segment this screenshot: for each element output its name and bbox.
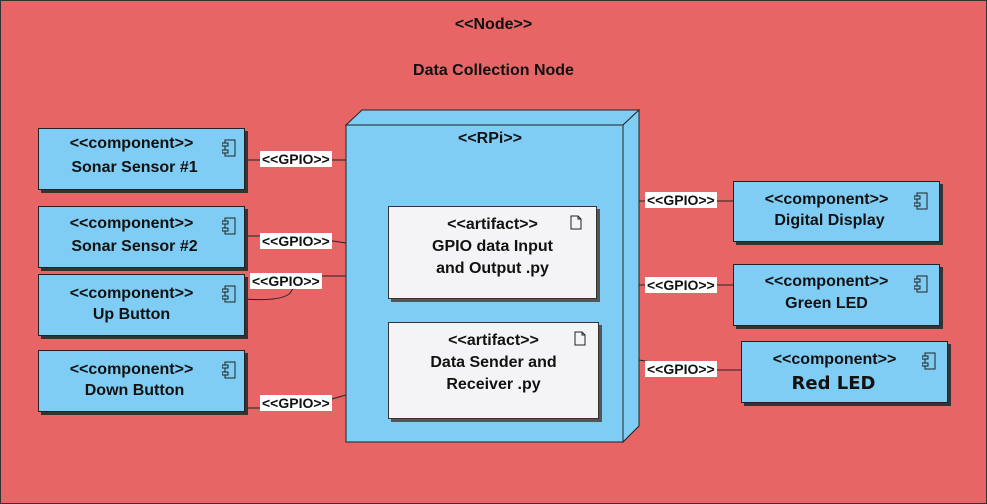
node-stereotype: <<Node>> [454,16,533,33]
artifact-stereotype: <<artifact>> [447,216,538,233]
component-up-button: <<component>> Up Button [38,274,245,336]
component-icon [222,139,236,157]
component-name: Red LED [791,373,876,394]
gpio-label: <<GPIO>> [645,192,717,208]
document-icon [574,331,586,346]
component-stereotype: <<component>> [764,191,889,208]
gpio-label: <<GPIO>> [645,361,717,377]
document-icon [570,215,582,230]
gpio-label: <<GPIO>> [260,151,332,167]
component-icon [222,285,236,303]
component-red-led: <<component>> Red LED [741,341,948,403]
component-name: Digital Display [774,212,885,229]
artifact-data-sender: <<artifact>> Data Sender and Receiver .p… [388,322,599,419]
gpio-label: <<GPIO>> [645,277,717,293]
component-icon [222,217,236,235]
node-name: Data Collection Node [413,62,574,79]
artifact-stereotype: <<artifact>> [448,332,539,349]
component-stereotype: <<component>> [69,361,194,378]
gpio-label: <<GPIO>> [260,395,332,411]
component-stereotype: <<component>> [69,285,194,302]
rpi-top-face [344,109,641,126]
component-stereotype: <<component>> [69,135,194,152]
component-name: Down Button [84,382,185,399]
rpi-side-face [622,108,640,444]
component-icon [914,275,928,293]
component-icon [914,192,928,210]
component-stereotype: <<component>> [772,351,897,368]
artifact-name-line2: Receiver .py [446,376,541,393]
component-stereotype: <<component>> [764,273,889,290]
component-down-button: <<component>> Down Button [38,350,245,412]
gpio-label: <<GPIO>> [260,233,332,249]
artifact-gpio-io: <<artifact>> GPIO data Input and Output … [388,206,597,299]
connector-up-button [243,275,346,301]
component-icon [922,352,936,370]
component-green-led: <<component>> Green LED [733,264,940,326]
component-sonar-sensor-1: <<component>> Sonar Sensor #1 [38,128,245,190]
artifact-name-line1: GPIO data Input [432,238,553,255]
component-sonar-sensor-2: <<component>> Sonar Sensor #2 [38,206,245,268]
component-name: Green LED [785,295,868,312]
component-digital-display: <<component>> Digital Display [733,181,940,242]
component-icon [222,361,236,379]
component-name: Sonar Sensor #2 [71,238,198,255]
gpio-label: <<GPIO>> [250,273,322,289]
component-name: Up Button [92,306,171,323]
artifact-name-line1: Data Sender and [430,354,557,371]
rpi-stereotype: <<RPi>> [457,130,523,147]
artifact-name-line2: and Output .py [436,260,549,277]
component-name: Sonar Sensor #1 [71,159,198,176]
component-stereotype: <<component>> [69,215,194,232]
